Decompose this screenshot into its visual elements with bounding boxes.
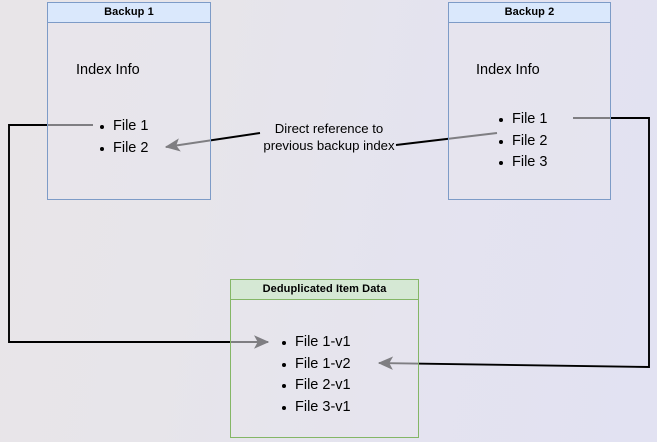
list-item: File 3 xyxy=(498,152,547,174)
node-backup-1[interactable]: Backup 1 Index Info File 1 File 2 xyxy=(47,2,211,200)
list-item: File 3-v1 xyxy=(281,397,351,419)
list-item: File 1-v2 xyxy=(281,354,351,376)
list-item: File 2 xyxy=(498,131,547,153)
node-deduplicated-item-data-title: Deduplicated Item Data xyxy=(231,280,418,300)
backup-1-file-list: File 1 File 2 xyxy=(99,116,148,159)
node-deduplicated-item-data-body: File 1-v1 File 1-v2 File 2-v1 File 3-v1 xyxy=(231,300,418,437)
backup-2-index-info-label: Index Info xyxy=(476,62,540,78)
backup-2-file-list: File 1 File 2 File 3 xyxy=(498,109,547,174)
list-item: File 2 xyxy=(99,138,148,160)
list-item: File 1 xyxy=(99,116,148,138)
dedup-item-list: File 1-v1 File 1-v2 File 2-v1 File 3-v1 xyxy=(281,332,351,418)
list-item: File 1 xyxy=(498,109,547,131)
node-backup-2[interactable]: Backup 2 Index Info File 1 File 2 File 3 xyxy=(448,2,611,200)
node-deduplicated-item-data[interactable]: Deduplicated Item Data File 1-v1 File 1-… xyxy=(230,279,419,438)
node-backup-1-title: Backup 1 xyxy=(48,3,210,23)
edge-label-direct-reference: Direct reference to previous backup inde… xyxy=(263,121,395,153)
list-item: File 1-v1 xyxy=(281,332,351,354)
node-backup-1-body: Index Info File 1 File 2 xyxy=(48,23,210,199)
list-item: File 2-v1 xyxy=(281,375,351,397)
node-backup-2-body: Index Info File 1 File 2 File 3 xyxy=(449,23,610,199)
backup-1-index-info-label: Index Info xyxy=(76,62,140,78)
node-backup-2-title: Backup 2 xyxy=(449,3,610,23)
